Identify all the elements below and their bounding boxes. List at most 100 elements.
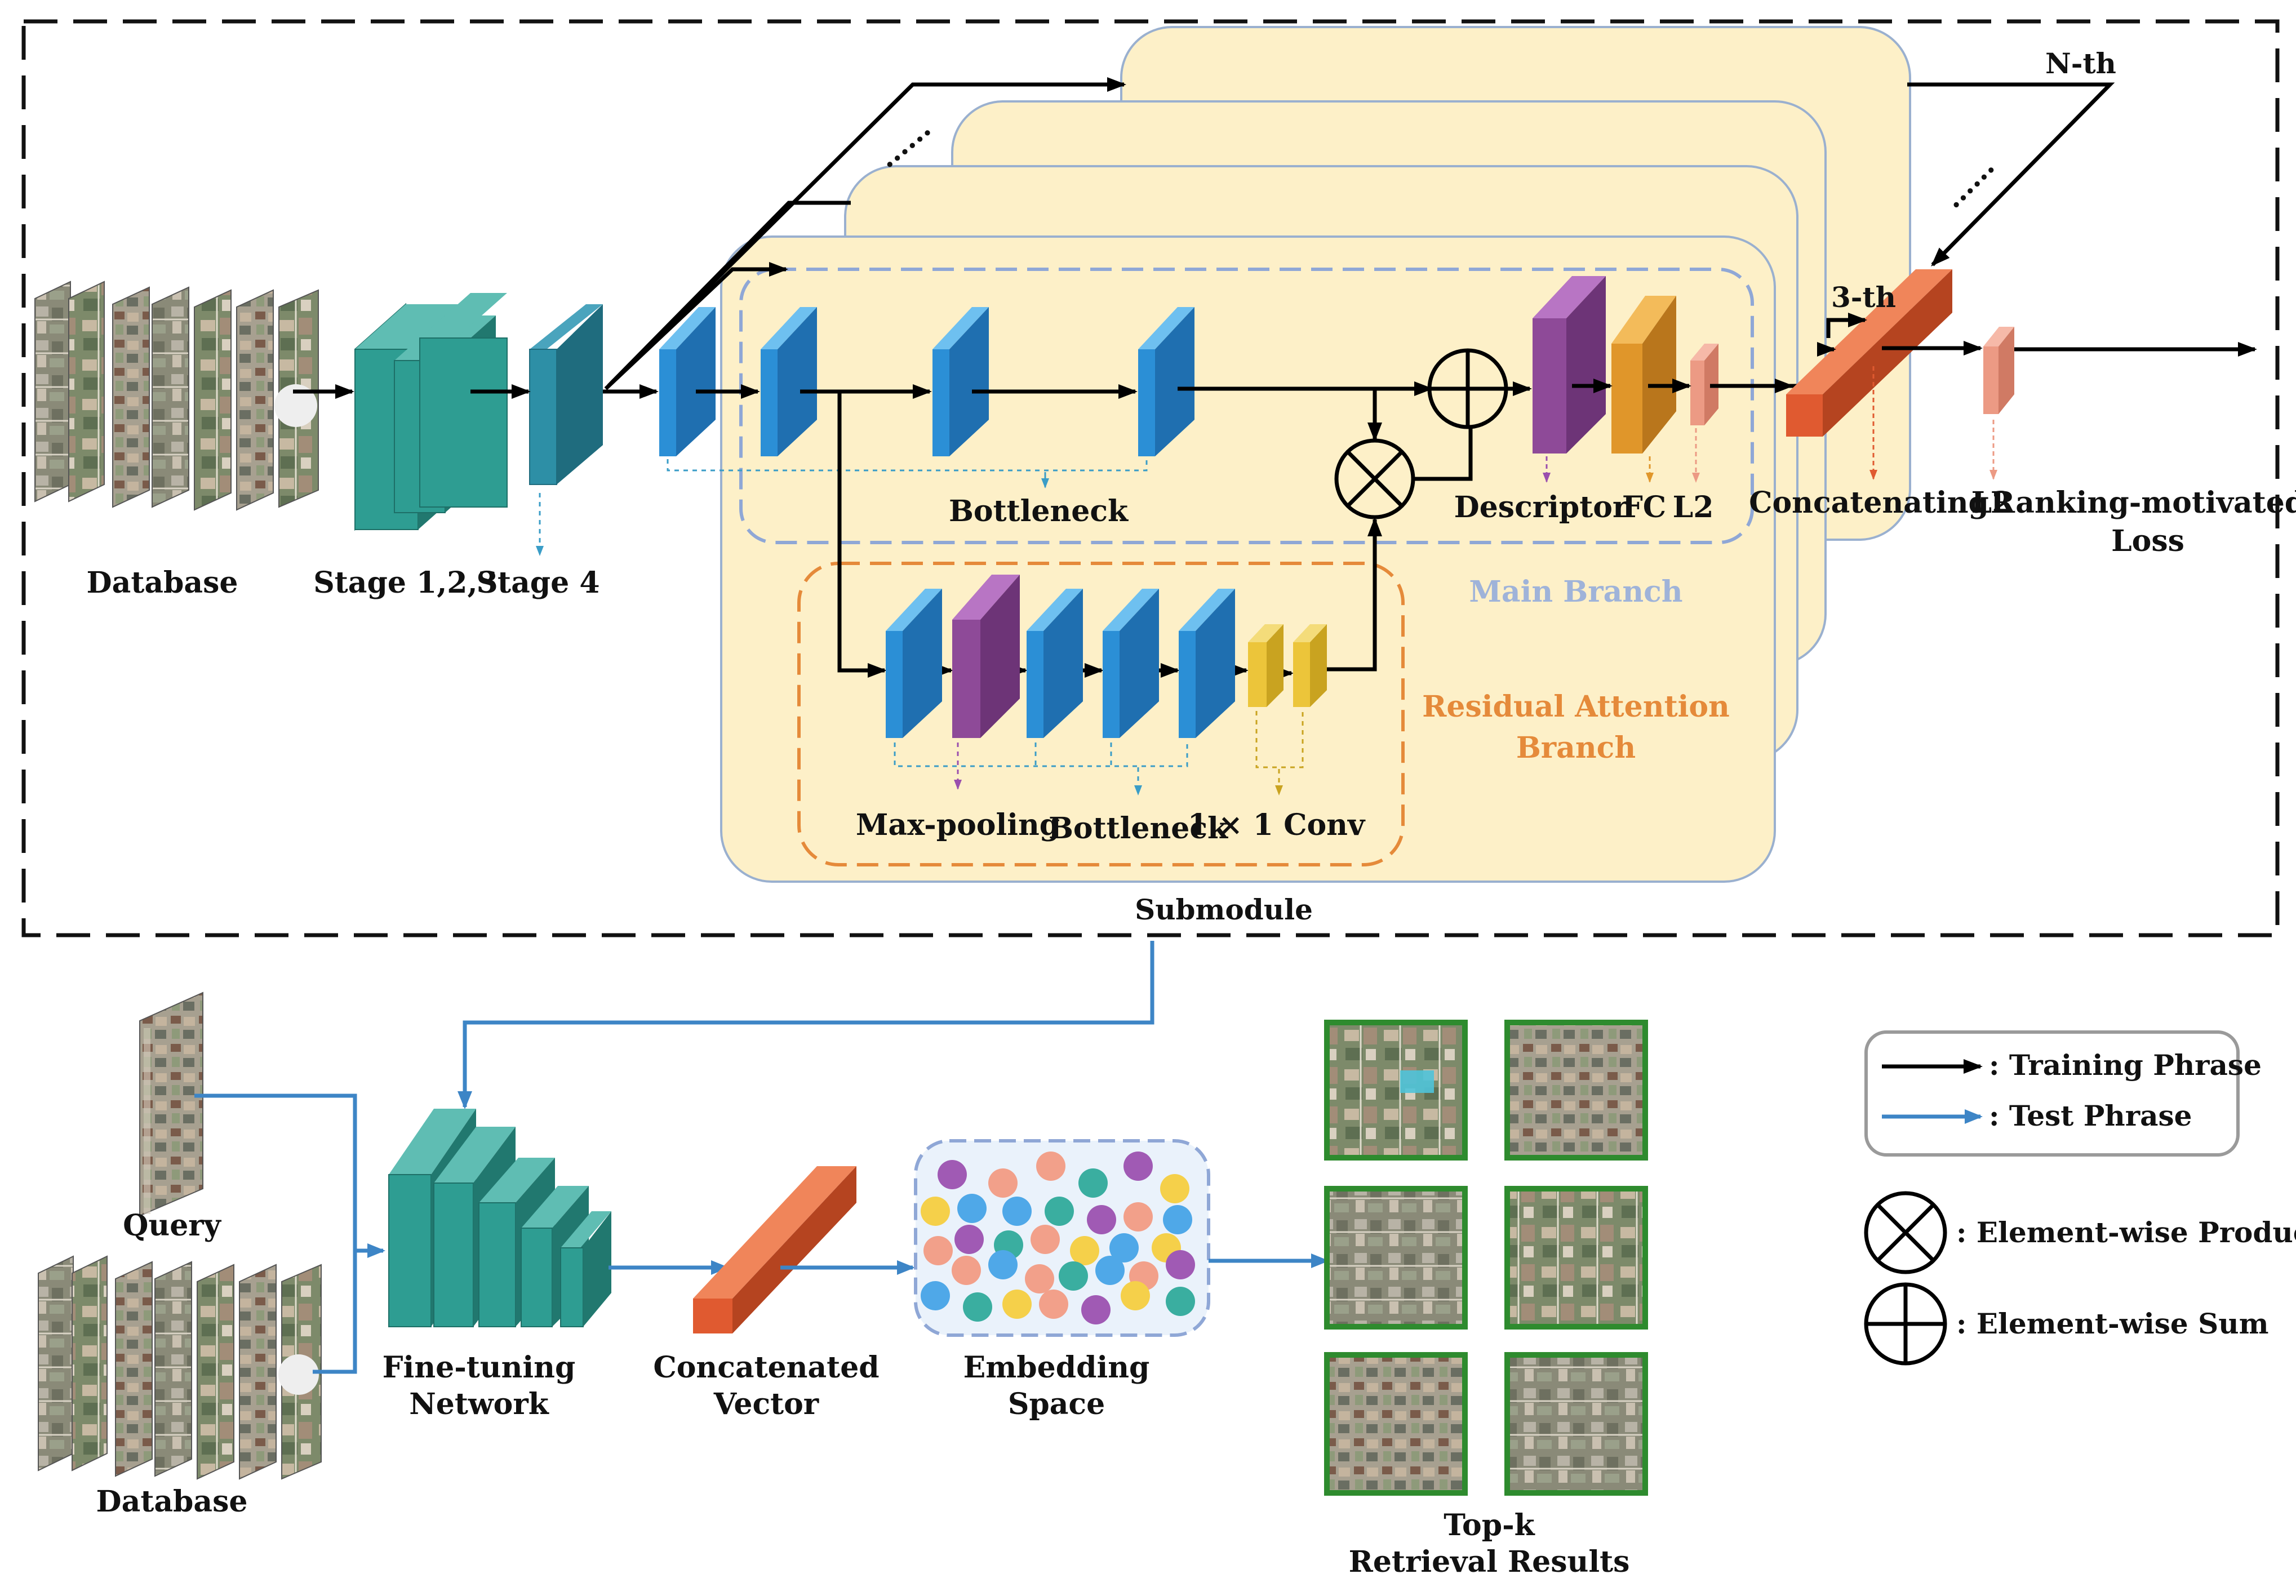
legend-product-icon xyxy=(1864,1191,1947,1274)
embedding-dot xyxy=(954,1225,984,1254)
main-branch-arrows xyxy=(696,381,1532,481)
legend-product-label: : Element-wise Product xyxy=(1956,1216,2296,1249)
element-wise-sum-node xyxy=(1427,348,1508,429)
embedding-dot xyxy=(1087,1205,1116,1234)
fanout-lines xyxy=(603,77,1126,399)
concat-vector-label-line1: Concatenated xyxy=(653,1350,879,1385)
descriptor-label: Descriptor xyxy=(1454,490,1628,524)
residual-brackets xyxy=(894,711,1304,795)
residual-branch-box xyxy=(797,562,1405,866)
residual-label-line1: Residual Attention xyxy=(1422,690,1730,724)
main-branch-label: Main Branch xyxy=(1469,575,1682,609)
training-frame xyxy=(21,19,2280,937)
conv-label: 1 × 1 Conv xyxy=(1188,808,1366,842)
residual-branch-blocks xyxy=(886,575,1327,738)
fc-block xyxy=(1611,296,1676,454)
embedding-dot xyxy=(963,1292,992,1322)
embedding-label-line1: Embedding xyxy=(963,1350,1150,1385)
legend-phase-box xyxy=(1864,1030,2240,1157)
stage4-label: Stage 4 xyxy=(477,566,600,600)
database-images-bottom xyxy=(38,1255,322,1480)
finetune-label-line1: Fine-tuning xyxy=(383,1350,576,1385)
embedding-dot xyxy=(957,1194,987,1223)
submodule-label: Submodule xyxy=(1135,893,1313,926)
embedding-dots xyxy=(921,1152,1195,1324)
third-label: 3-th xyxy=(1831,281,1896,314)
embedding-dot xyxy=(1166,1250,1195,1279)
embedding-dot xyxy=(1039,1290,1068,1319)
bottleneck-residual-label: Bottleneck xyxy=(1049,811,1228,846)
embedding-dot xyxy=(988,1168,1018,1198)
embedding-dot xyxy=(988,1250,1018,1279)
embedding-dot xyxy=(1163,1205,1192,1234)
l2-inner-block xyxy=(1690,344,1718,425)
database-bottom-label: Database xyxy=(96,1484,248,1519)
fine-tuning-network xyxy=(388,1109,611,1327)
result-image-2 xyxy=(1504,1020,1648,1161)
stage-123-blocks xyxy=(354,293,508,531)
embedding-dot xyxy=(952,1256,981,1285)
embedding-dot xyxy=(1123,1152,1153,1181)
finetune-label-line2: Network xyxy=(409,1387,549,1421)
embedding-dot xyxy=(1121,1281,1150,1310)
submodule-card-1 xyxy=(720,235,1776,883)
embedding-dot xyxy=(923,1236,953,1265)
embedding-dot xyxy=(1025,1264,1054,1293)
database-top-label: Database xyxy=(87,566,238,600)
l2-outer-label: L2 xyxy=(1971,486,2013,520)
topk-label-line2: Retrieval Results xyxy=(1349,1545,1630,1579)
element-wise-product-node xyxy=(1334,438,1415,519)
database-images-top xyxy=(34,281,319,511)
embedding-dot xyxy=(1081,1295,1111,1324)
l2-outer-block xyxy=(1983,327,2014,414)
embedding-space xyxy=(914,1139,1210,1337)
l2-inner-label: L2 xyxy=(1673,490,1714,524)
nth-label: N-th xyxy=(2045,47,2116,80)
embedding-dot xyxy=(921,1281,950,1310)
embedding-dot xyxy=(1095,1256,1125,1285)
main-branch-blocks xyxy=(659,307,1194,456)
main-branch-box xyxy=(739,268,1754,544)
bottleneck-main-bracket xyxy=(667,459,1148,472)
embedding-dot xyxy=(1031,1225,1060,1254)
retrieval-results xyxy=(1324,1020,1648,1496)
test-input-arrows xyxy=(194,1093,385,1374)
legend: : Training Phrase : Test Phrase : Elemen… xyxy=(1864,1030,2296,1366)
bottleneck-main-label: Bottleneck xyxy=(949,494,1129,528)
query-image xyxy=(139,992,203,1217)
embedding-dot xyxy=(921,1197,950,1226)
result-image-5 xyxy=(1324,1352,1468,1496)
embedding-dot xyxy=(1059,1261,1088,1291)
embedding-dot xyxy=(1123,1202,1153,1232)
legend-sum-icon xyxy=(1864,1282,1947,1366)
embedding-dot xyxy=(1078,1168,1108,1198)
ranking-loss-line1: Ranking-motivated xyxy=(1991,486,2296,520)
test-arrow-submodule-to-network xyxy=(458,941,1154,1109)
embedding-dot xyxy=(1002,1290,1032,1319)
arrow-nth xyxy=(1907,82,2115,266)
embedding-label-line2: Space xyxy=(1008,1387,1105,1421)
topk-label-line1: Top-k xyxy=(1444,1508,1535,1542)
concatenating-label: Concatenating xyxy=(1749,486,1989,520)
stage123-label: Stage 1,2,3 xyxy=(313,566,498,600)
embedding-dot xyxy=(938,1160,967,1189)
concatenating-block xyxy=(1786,269,1952,437)
concatenated-vector xyxy=(693,1166,856,1333)
embedding-dot xyxy=(1160,1174,1189,1203)
embedding-dot xyxy=(1166,1287,1195,1316)
embedding-dot xyxy=(1002,1197,1032,1226)
descriptor-block xyxy=(1533,276,1606,454)
result-image-4 xyxy=(1504,1186,1648,1330)
result-image-3 xyxy=(1324,1186,1468,1330)
maxpooling-label: Max-pooling xyxy=(856,808,1060,842)
legend-sum-label: : Element-wise Sum xyxy=(1956,1307,2268,1340)
embedding-dot xyxy=(1045,1197,1074,1226)
ranking-loss-line2: Loss xyxy=(2111,524,2184,558)
fc-label: FC xyxy=(1622,490,1666,524)
dots-top: ...... xyxy=(871,111,937,174)
stage-4-block xyxy=(529,304,603,485)
embedding-dot xyxy=(1036,1152,1065,1181)
embedding-dot xyxy=(1070,1236,1099,1265)
result-image-6 xyxy=(1504,1352,1648,1496)
